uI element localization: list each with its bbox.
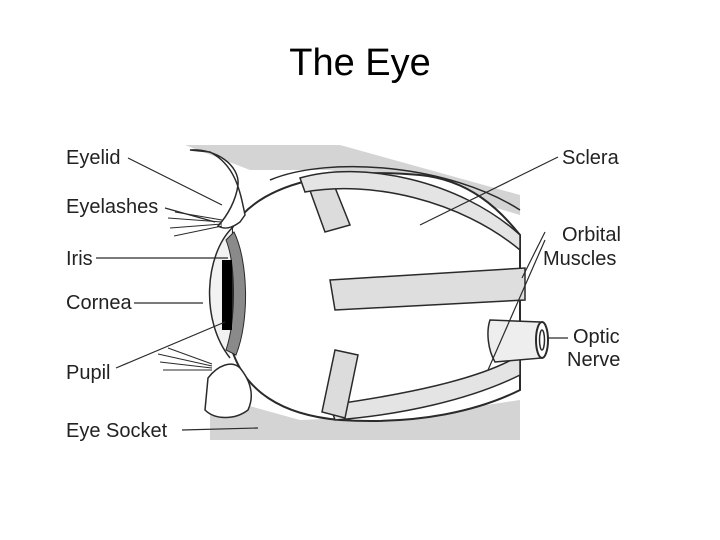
lower-eyelashes — [157, 347, 213, 371]
leader-lines — [96, 156, 568, 431]
label-eyelashes: Eyelashes — [66, 196, 158, 218]
pupil-shape — [222, 260, 232, 330]
lower-muscle — [321, 349, 359, 419]
upper-eyelid — [189, 149, 246, 229]
label-eye-socket: Eye Socket — [66, 420, 168, 442]
optic-nerve — [487, 319, 543, 363]
sclera-line — [269, 165, 521, 211]
orbit-top-shading — [185, 145, 520, 215]
eye-socket-leader — [181, 427, 259, 431]
optic-nerve-core — [538, 329, 546, 351]
label-iris: Iris — [66, 248, 93, 270]
lower-eyelid — [204, 363, 252, 419]
rectus-muscle — [329, 267, 526, 311]
label-nerve: Nerve — [567, 349, 620, 371]
label-eyelid: Eyelid — [66, 147, 120, 169]
lower-band — [329, 353, 521, 421]
upper-band — [299, 170, 521, 252]
eyelid-leader — [127, 157, 223, 206]
slide-title: The Eye — [289, 42, 431, 84]
label-orbital: Orbital — [562, 224, 621, 246]
label-muscles: Muscles — [543, 248, 616, 270]
label-cornea: Cornea — [66, 292, 132, 314]
label-optic: Optic — [573, 326, 620, 348]
pupil-leader — [115, 321, 226, 369]
orbital-leader — [521, 231, 546, 279]
label-pupil: Pupil — [66, 362, 110, 384]
optic-nerve-end — [535, 321, 549, 359]
label-sclera: Sclera — [562, 147, 620, 169]
eyelashes-leader — [164, 207, 216, 223]
sclera-leader — [419, 156, 559, 226]
upper-eyelashes — [167, 211, 223, 237]
orbital-leader-2 — [487, 239, 546, 371]
